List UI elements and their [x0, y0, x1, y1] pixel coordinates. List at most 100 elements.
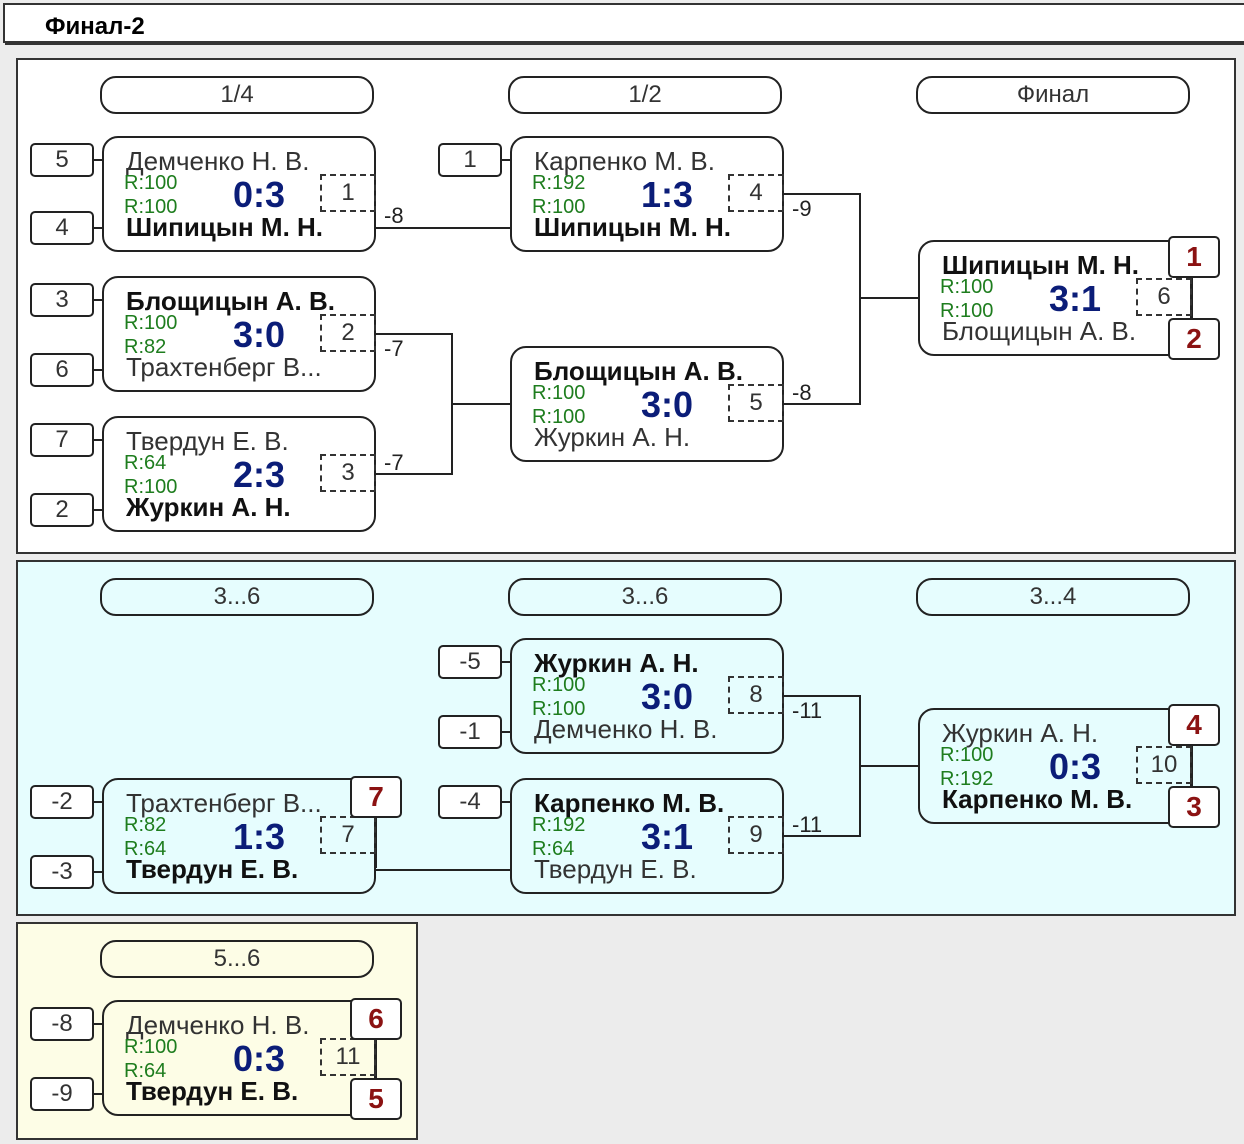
- match-number: 5: [728, 384, 784, 422]
- player-1-rating: R:82: [124, 814, 167, 836]
- player-2-rating: R:100: [532, 698, 586, 720]
- player-1-rating: R:100: [532, 674, 586, 696]
- player-1-rating: R:192: [532, 172, 586, 194]
- seed-box: 2: [30, 493, 94, 527]
- loser-ref: -8: [384, 203, 404, 228]
- seed-box: 1: [438, 143, 502, 177]
- player-1-rating: R:100: [124, 172, 178, 194]
- round-label-consolation-1: 3...6: [100, 578, 374, 616]
- loser-ref: -8: [792, 380, 812, 405]
- player-1-name: Журкин А. Н.: [534, 648, 699, 678]
- seed-box: -2: [30, 785, 94, 819]
- player-1-name: Шипицын М. Н.: [942, 250, 1140, 280]
- player-1-name: Трахтенберг В...: [126, 788, 322, 818]
- player-2-name: Блощицын А. В.: [942, 316, 1137, 346]
- player-1-rating: R:100: [940, 744, 994, 766]
- player-1-rating: R:100: [124, 1036, 178, 1058]
- player-2-name: Твердун Е. В.: [126, 854, 299, 884]
- main-bracket-panel: [16, 58, 1236, 554]
- player-1-name: Блощицын А. В.: [534, 356, 744, 386]
- player-1-rating: R:64: [124, 452, 167, 474]
- player-1-rating: R:100: [532, 382, 586, 404]
- match-number: 8: [728, 676, 784, 714]
- match-score: 3:0: [640, 676, 694, 717]
- match-number: 6: [1136, 278, 1192, 316]
- player-1-name: Твердун Е. В.: [126, 426, 289, 456]
- player-2-rating: R:82: [124, 336, 167, 358]
- player-2-name: Журкин А. Н.: [534, 422, 691, 452]
- seed-box: -9: [30, 1077, 94, 1111]
- page-title: Финал-2: [45, 13, 145, 40]
- round-label-quarterfinal: 1/4: [100, 76, 374, 114]
- match-card-1[interactable]: Демченко Н. В. R:100 R:100 0:3 1 Шипицын…: [102, 136, 376, 252]
- match-number: 2: [320, 314, 376, 352]
- title-divider: [5, 43, 1244, 45]
- consolation-bracket-panel: [16, 560, 1236, 916]
- match-card-7[interactable]: Трахтенберг В... R:82 R:64 1:3 7 Твердун…: [102, 778, 376, 894]
- match-score: 0:3: [1048, 746, 1102, 787]
- player-2-name: Карпенко М. В.: [942, 784, 1133, 814]
- round-label-final: Финал: [916, 76, 1190, 114]
- round-label-consolation-2: 3...6: [508, 578, 782, 616]
- seed-box: -3: [30, 855, 94, 889]
- seed-box: 3: [30, 283, 94, 317]
- round-label-semifinal: 1/2: [508, 76, 782, 114]
- round-label-third-place: 3...4: [916, 578, 1190, 616]
- match-number: 1: [320, 174, 376, 212]
- place-badge: 4: [1168, 704, 1220, 746]
- seed-box: 6: [30, 353, 94, 387]
- match-number: 9: [728, 816, 784, 854]
- match-score: 3:0: [232, 314, 286, 355]
- match-card-6-final[interactable]: Шипицын М. Н. R:100 R:100 3:1 6 Блощицын…: [918, 240, 1192, 356]
- player-1-name: Демченко Н. В.: [126, 146, 310, 176]
- match-score: 3:1: [640, 816, 694, 857]
- match-card-10[interactable]: Журкин А. Н. R:100 R:192 0:3 10 Карпенко…: [918, 708, 1192, 824]
- match-card-3[interactable]: Твердун Е. В. R:64 R:100 2:3 3 Журкин А.…: [102, 416, 376, 532]
- place-badge: 2: [1168, 318, 1220, 360]
- player-2-rating: R:100: [940, 300, 994, 322]
- player-2-name: Демченко Н. В.: [534, 714, 718, 744]
- match-score: 3:0: [640, 384, 694, 425]
- loser-ref: -11: [792, 698, 823, 723]
- player-2-rating: R:64: [124, 1060, 167, 1082]
- place-badge: 3: [1168, 786, 1220, 828]
- match-card-4[interactable]: Карпенко М. В. R:192 R:100 1:3 4 Шипицын…: [510, 136, 784, 252]
- window-title-bar: Финал-2: [3, 3, 1244, 45]
- player-1-rating: R:100: [124, 312, 178, 334]
- player-2-rating: R:64: [124, 838, 167, 860]
- player-1-rating: R:192: [532, 814, 586, 836]
- match-number: 7: [320, 816, 376, 854]
- player-2-rating: R:64: [532, 838, 575, 860]
- player-1-name: Демченко Н. В.: [126, 1010, 310, 1040]
- player-2-rating: R:100: [124, 196, 178, 218]
- match-card-11[interactable]: Демченко Н. В. R:100 R:64 0:3 11 Твердун…: [102, 1000, 376, 1116]
- place-badge: 7: [350, 776, 402, 818]
- match-number: 11: [320, 1038, 376, 1076]
- match-card-5[interactable]: Блощицын А. В. R:100 R:100 3:0 5 Журкин …: [510, 346, 784, 462]
- match-score: 0:3: [232, 174, 286, 215]
- match-card-9[interactable]: Карпенко М. В. R:192 R:64 3:1 9 Твердун …: [510, 778, 784, 894]
- seed-box: -4: [438, 785, 502, 819]
- match-score: 1:3: [232, 816, 286, 857]
- match-card-2[interactable]: Блощицын А. В. R:100 R:82 3:0 2 Трахтенб…: [102, 276, 376, 392]
- seed-box: 5: [30, 143, 94, 177]
- match-number: 3: [320, 454, 376, 492]
- match-score: 3:1: [1048, 278, 1102, 319]
- player-2-name: Твердун Е. В.: [534, 854, 697, 884]
- match-score: 1:3: [640, 174, 694, 215]
- match-score: 2:3: [232, 454, 286, 495]
- player-2-rating: R:192: [940, 768, 994, 790]
- loser-ref: -9: [792, 196, 812, 221]
- seed-box: -1: [438, 715, 502, 749]
- seed-box: -5: [438, 645, 502, 679]
- player-2-name: Журкин А. Н.: [126, 492, 291, 522]
- player-2-rating: R:100: [532, 196, 586, 218]
- match-score: 0:3: [232, 1038, 286, 1079]
- player-2-rating: R:100: [124, 476, 178, 498]
- player-1-rating: R:100: [940, 276, 994, 298]
- round-label-fifth-place: 5...6: [100, 940, 374, 978]
- match-number: 10: [1136, 746, 1192, 784]
- player-2-name: Твердун Е. В.: [126, 1076, 299, 1106]
- player-1-name: Журкин А. Н.: [942, 718, 1099, 748]
- match-card-8[interactable]: Журкин А. Н. R:100 R:100 3:0 8 Демченко …: [510, 638, 784, 754]
